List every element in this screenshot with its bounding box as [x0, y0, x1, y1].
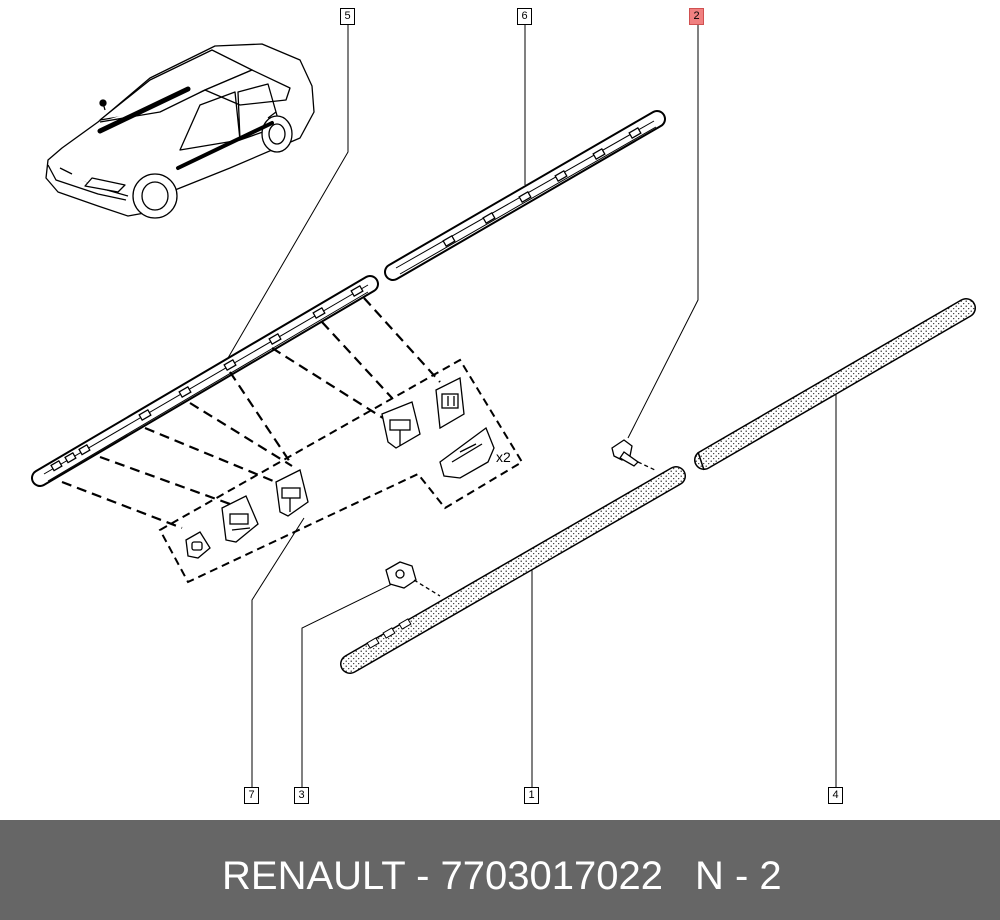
- part-1-molding: [340, 466, 686, 674]
- callout-6[interactable]: 6: [517, 8, 532, 25]
- leader-7: [251, 517, 305, 787]
- callout-5[interactable]: 5: [340, 8, 355, 25]
- car-illustration: [45, 43, 315, 219]
- leader-5: [227, 24, 349, 359]
- callout-7[interactable]: 7: [244, 787, 259, 804]
- leader-3: [301, 583, 393, 787]
- callout-1[interactable]: 1: [524, 787, 539, 804]
- part-7-clips: [185, 377, 495, 559]
- footer-brand-part-number: RENAULT - 7703017022: [222, 854, 664, 898]
- callout-4[interactable]: 4: [828, 787, 843, 804]
- qty-label: x2: [496, 449, 511, 465]
- part-4-molding: [694, 298, 976, 471]
- assembly-dashed-lines: [61, 297, 441, 530]
- footer-page-ref: N - 2: [695, 854, 782, 898]
- clip-group-outline: [158, 358, 524, 584]
- footer-bar: [0, 820, 1000, 920]
- callout-3[interactable]: 3: [294, 787, 309, 804]
- leader-2: [627, 25, 699, 439]
- parts-diagram: x2: [31, 24, 976, 787]
- part-6-rail: [384, 110, 666, 281]
- part-5-rail: [31, 275, 379, 487]
- leader-lines: [227, 24, 837, 787]
- part-3-clip: [385, 561, 441, 597]
- callout-2[interactable]: 2: [689, 8, 704, 25]
- part-2-fastener: [611, 439, 656, 471]
